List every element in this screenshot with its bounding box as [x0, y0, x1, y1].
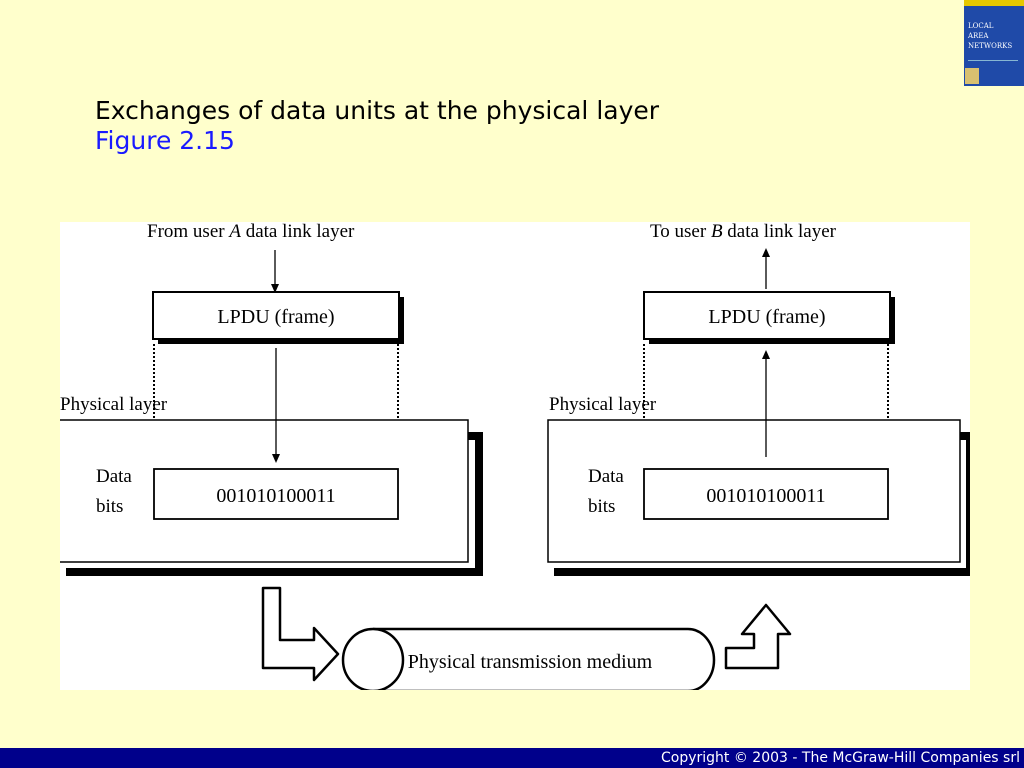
frame-box-right	[643, 291, 891, 340]
bits-box-right	[643, 468, 889, 520]
data-bits-label: Data	[588, 466, 624, 487]
data-bits-label: bits	[588, 496, 615, 517]
book-title-line: NETWORKS	[968, 42, 1013, 50]
bits-value-right: 001010100011	[706, 485, 825, 507]
from-user-a-label: From user A data link layer	[147, 222, 355, 242]
data-bits-label: bits	[96, 496, 123, 517]
frame-label-left: LPDU (frame)	[217, 306, 334, 328]
book-cover-top-stripe	[964, 0, 1024, 6]
physical-layer-label-right: Physical layer	[549, 394, 657, 415]
bits-value-left: 001010100011	[216, 485, 335, 507]
publisher-logo-icon	[965, 68, 979, 84]
frame-box-left	[152, 291, 400, 340]
data-bits-label: Data	[96, 466, 132, 487]
footer-bar: Copyright © 2003 - The McGraw-Hill Compa…	[0, 748, 1024, 768]
medium-label: Physical transmission medium	[408, 651, 653, 673]
book-cover-rule	[968, 60, 1018, 61]
book-title-line: AREA	[968, 32, 989, 40]
bits-box-left	[153, 468, 399, 520]
cylinder-end-cap	[341, 627, 405, 693]
bent-arrow-out-of-medium-icon	[724, 603, 792, 670]
physical-layer-label-left: Physical layer	[60, 394, 168, 415]
book-cover-thumbnail: LOCAL AREA NETWORKS	[964, 0, 1024, 86]
physical-layer-diagram: From user A data link layer LPDU (frame)…	[60, 221, 974, 693]
diagram-panel: From user A data link layer LPDU (frame)…	[60, 221, 974, 693]
frame-label-right: LPDU (frame)	[708, 306, 825, 328]
slide-title: Exchanges of data units at the physical …	[95, 96, 660, 125]
book-title-line: LOCAL	[968, 22, 994, 30]
bent-arrow-into-medium-icon	[261, 586, 340, 682]
to-user-b-label: To user B data link layer	[650, 222, 837, 242]
figure-caption: Figure 2.15	[95, 126, 235, 155]
copyright-text: Copyright © 2003 - The McGraw-Hill Compa…	[661, 750, 1020, 766]
transmission-medium-cylinder	[373, 627, 716, 693]
